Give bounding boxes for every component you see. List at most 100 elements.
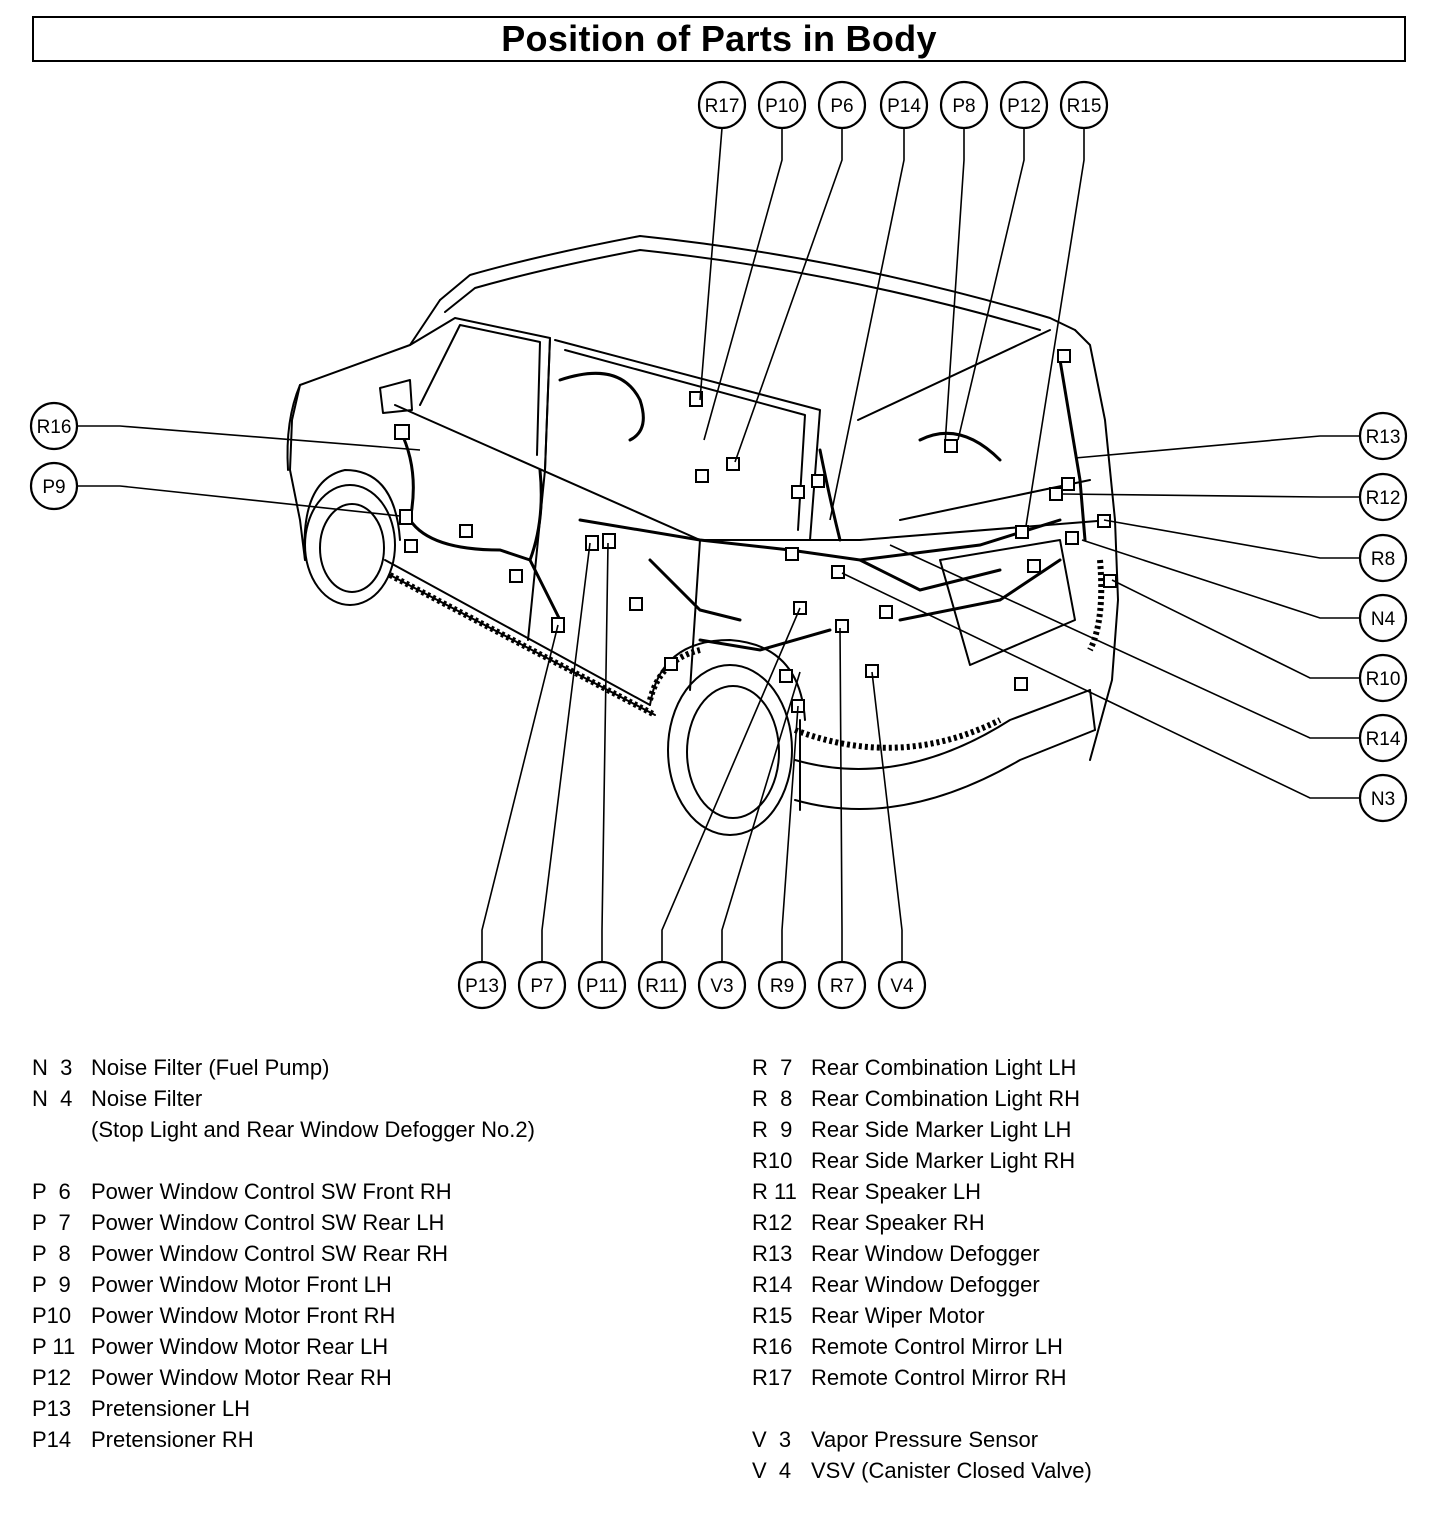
legend-row: R 9 Rear Side Marker Light LH (752, 1114, 1092, 1145)
callout-label: R10 (1366, 669, 1401, 690)
legend-description: Noise Filter (Fuel Pump) (91, 1055, 330, 1080)
callout-r15: R15 (1059, 80, 1109, 130)
legend-code: P 8 (32, 1241, 71, 1266)
callout-r11: R11 (637, 960, 687, 1010)
legend-row: R16 Remote Control Mirror LH (752, 1331, 1092, 1362)
legend-description: Noise Filter (91, 1086, 203, 1111)
legend-description: Power Window Motor Front RH (91, 1303, 396, 1328)
callout-p7: P7 (517, 960, 567, 1010)
callout-n4: N4 (1358, 593, 1408, 643)
callout-label: P14 (887, 96, 921, 117)
callout-r13: R13 (1358, 411, 1408, 461)
callout-p9: P9 (29, 461, 79, 511)
legend-row: V 4 VSV (Canister Closed Valve) (752, 1455, 1092, 1486)
legend-code: R15 (752, 1303, 793, 1328)
legend-code: R 7 (752, 1055, 793, 1080)
callout-p6: P6 (817, 80, 867, 130)
callout-label: P13 (465, 976, 499, 997)
callout-label: R15 (1067, 96, 1102, 117)
callout-label: N3 (1371, 789, 1395, 810)
legend-row: N 3 Noise Filter (Fuel Pump) (32, 1052, 535, 1083)
legend-code: R 11 (752, 1179, 797, 1204)
legend-description: Power Window Motor Rear LH (91, 1334, 389, 1359)
legend-row: R17 Remote Control Mirror RH (752, 1362, 1092, 1393)
legend-row: P 6 Power Window Control SW Front RH (32, 1176, 535, 1207)
vehicle-body (286, 235, 1119, 836)
callout-label: V4 (890, 976, 914, 997)
legend-code (752, 1393, 811, 1424)
legend-code: V 3 (752, 1427, 792, 1452)
legend-description: Rear Speaker RH (811, 1210, 985, 1235)
legend-code: R12 (752, 1210, 793, 1235)
callout-r9: R9 (757, 960, 807, 1010)
legend-description: Power Window Control SW Rear RH (91, 1241, 448, 1266)
callout-p10: P10 (757, 80, 807, 130)
legend-row: P 9 Power Window Motor Front LH (32, 1269, 535, 1300)
callout-label: R12 (1366, 488, 1401, 509)
callout-label: P7 (530, 976, 553, 997)
title-box: Position of Parts in Body (32, 16, 1406, 62)
legend-row: R10 Rear Side Marker Light RH (752, 1145, 1092, 1176)
callout-r17: R17 (697, 80, 747, 130)
callout-label: P11 (586, 976, 618, 997)
callout-p14: P14 (879, 80, 929, 130)
legend-code: R17 (752, 1365, 793, 1390)
legend-description: Rear Side Marker Light LH (811, 1117, 1072, 1142)
legend-description: Rear Side Marker Light RH (811, 1148, 1076, 1173)
legend-code: R 8 (752, 1086, 793, 1111)
legend-code: P 9 (32, 1272, 71, 1297)
legend-code: R 9 (752, 1117, 793, 1142)
legend-code: P 7 (32, 1210, 71, 1235)
legend-description: Pretensioner LH (91, 1396, 250, 1421)
legend-description: Remote Control Mirror LH (811, 1334, 1063, 1359)
legend-code: R10 (752, 1148, 793, 1173)
callout-label: P10 (765, 96, 799, 117)
legend-description: Rear Window Defogger (811, 1241, 1040, 1266)
legend-row (752, 1393, 1092, 1424)
legend-row: (Stop Light and Rear Window Defogger No.… (32, 1114, 535, 1145)
legend-description: (Stop Light and Rear Window Defogger No.… (91, 1117, 535, 1142)
callout-r7: R7 (817, 960, 867, 1010)
legend-description: VSV (Canister Closed Valve) (811, 1458, 1092, 1483)
legend-code (32, 1145, 91, 1176)
callout-label: P9 (42, 477, 65, 498)
legend-description: Power Window Control SW Front RH (91, 1179, 452, 1204)
legend-code: P14 (32, 1427, 72, 1452)
callout-label: V3 (710, 976, 733, 997)
legend-code (32, 1114, 91, 1145)
callout-label: P8 (952, 96, 975, 117)
callout-p13: P13 (457, 960, 507, 1010)
legend-row: R 8 Rear Combination Light RH (752, 1083, 1092, 1114)
legend-description: Rear Window Defogger (811, 1272, 1040, 1297)
legend-row (32, 1145, 535, 1176)
legend-code: P 6 (32, 1179, 71, 1204)
page-title: Position of Parts in Body (501, 18, 937, 59)
leader-lines (77, 127, 1360, 962)
callout-v3: V3 (697, 960, 747, 1010)
legend-description: Power Window Motor Front LH (91, 1272, 392, 1297)
legend-row: V 3 Vapor Pressure Sensor (752, 1424, 1092, 1455)
callout-r14: R14 (1358, 713, 1408, 763)
legend-description: Remote Control Mirror RH (811, 1365, 1067, 1390)
callout-p8: P8 (939, 80, 989, 130)
legend-code: R14 (752, 1272, 793, 1297)
callout-p11: P11 (577, 960, 627, 1010)
legend-description: Vapor Pressure Sensor (811, 1427, 1039, 1452)
legend-code: V 4 (752, 1458, 792, 1483)
callout-r16: R16 (29, 401, 79, 451)
legend-code: N 3 (32, 1055, 73, 1080)
callout-label: R7 (830, 976, 854, 997)
legend-description: Rear Combination Light RH (811, 1086, 1081, 1111)
legend-code: R16 (752, 1334, 793, 1359)
legend-description: Power Window Motor Rear RH (91, 1365, 392, 1390)
callout-n3: N3 (1358, 773, 1408, 823)
